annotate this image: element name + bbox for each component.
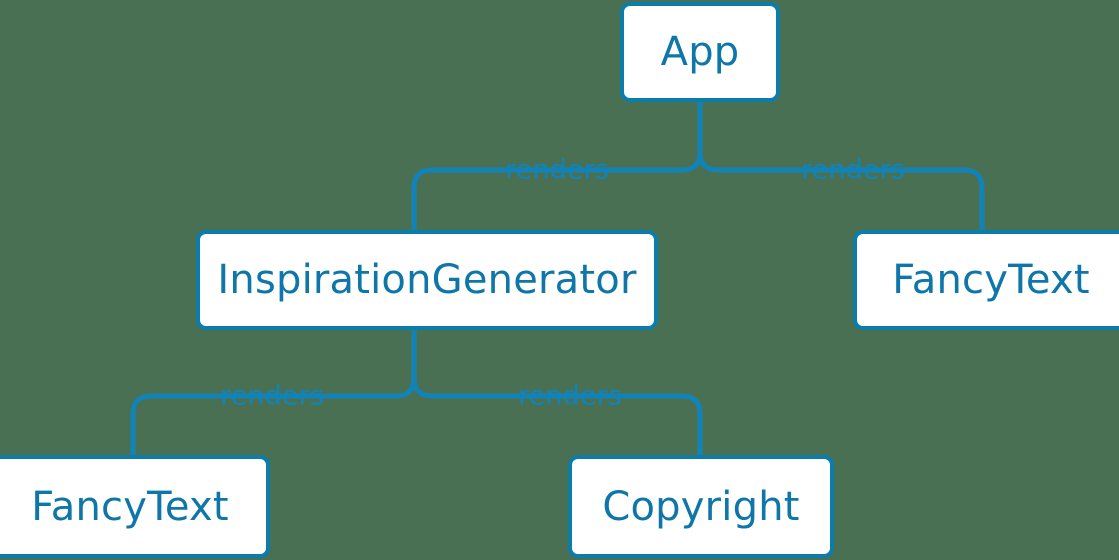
node-fancy-text-left-label: FancyText — [31, 483, 229, 530]
node-inspiration-generator-label: InspirationGenerator — [217, 257, 637, 303]
edge-label-app-to-inspirationgenerator: renders — [505, 154, 609, 186]
node-fancy-text-right[interactable]: FancyText — [853, 230, 1119, 330]
node-inspiration-generator[interactable]: InspirationGenerator — [196, 230, 658, 330]
edge-label-inspirationgenerator-to-copyright: renders — [518, 380, 622, 412]
edge-label-inspirationgenerator-to-fancytext: renders — [220, 380, 324, 412]
node-app-label: App — [660, 29, 740, 75]
node-fancy-text-left[interactable]: FancyText — [0, 455, 270, 558]
edge-label-app-to-fancytext: renders — [801, 154, 905, 186]
node-app[interactable]: App — [620, 2, 780, 102]
node-copyright[interactable]: Copyright — [568, 455, 834, 558]
node-fancy-text-right-label: FancyText — [892, 257, 1090, 303]
node-copyright-label: Copyright — [602, 483, 800, 530]
